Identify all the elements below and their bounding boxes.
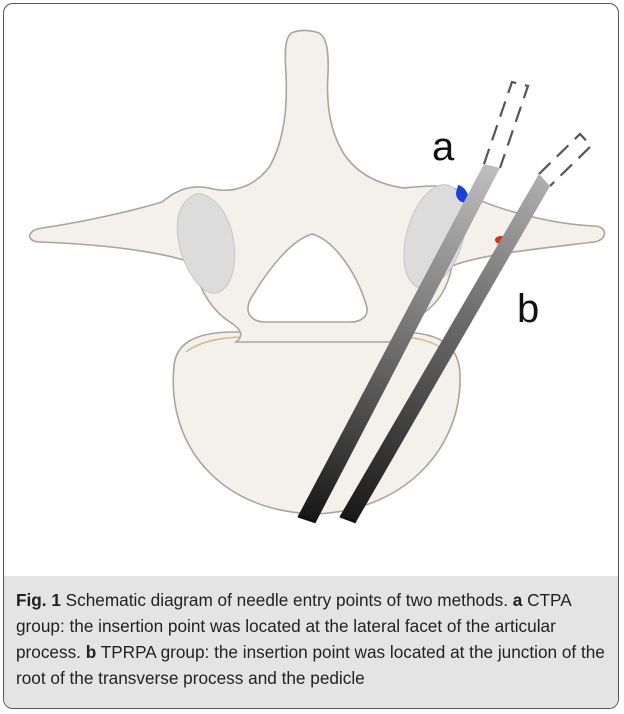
vertebra-diagram: a b: [4, 4, 619, 578]
needle-a-dashed-guide: [484, 82, 528, 168]
label-b: b: [517, 287, 539, 331]
caption-a-label: a: [513, 590, 523, 610]
caption-figure-label: Fig. 1: [16, 590, 61, 610]
figure-caption: Fig. 1 Schematic diagram of needle entry…: [4, 576, 619, 709]
figure-illustration: a b: [4, 4, 619, 578]
needle-b-dashed-guide: [539, 134, 591, 186]
label-a: a: [432, 125, 455, 169]
caption-b-text: TPRPA group: the insertion point was loc…: [16, 642, 605, 688]
caption-title: Schematic diagram of needle entry points…: [66, 590, 508, 610]
figure-frame: a b Fig. 1 Schematic diagram of needle e…: [3, 3, 619, 709]
caption-b-label: b: [86, 642, 97, 662]
